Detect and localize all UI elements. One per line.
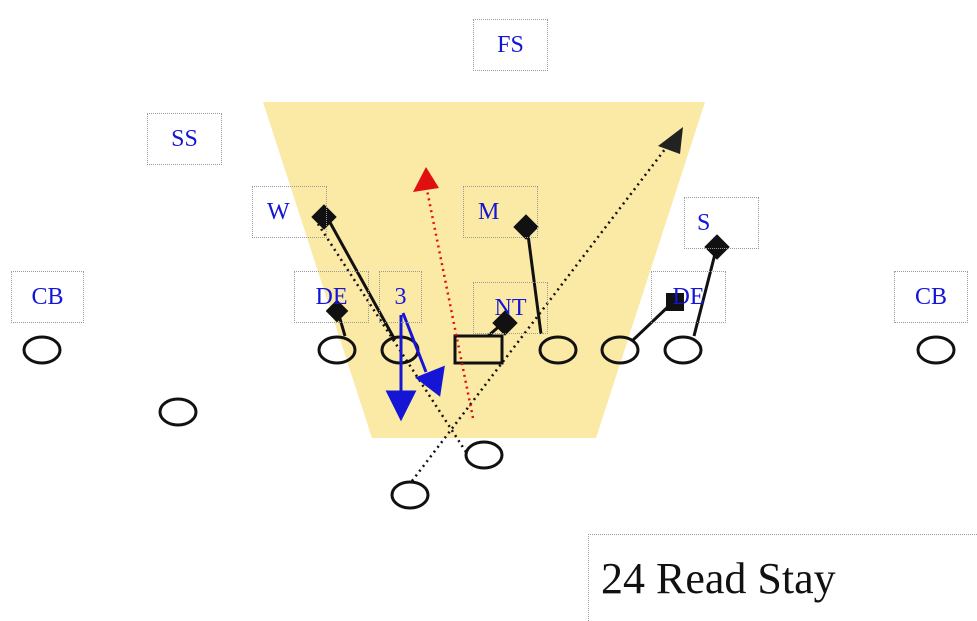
label-w: W xyxy=(252,186,327,238)
player-circle xyxy=(600,335,640,365)
player-circle xyxy=(538,335,578,365)
player-circle xyxy=(158,397,198,427)
player-circle xyxy=(916,335,956,365)
label-s: S xyxy=(684,197,759,249)
offense xyxy=(22,334,956,510)
play-title: 24 Read Stay xyxy=(588,534,977,621)
player-circle xyxy=(22,335,62,365)
dotted-routes xyxy=(316,139,673,482)
label-cb-left: CB xyxy=(11,271,84,323)
label-de-right: DE xyxy=(651,271,726,323)
label-ss: SS xyxy=(147,113,222,165)
label-m: M xyxy=(463,186,538,238)
route-arrowhead xyxy=(658,127,683,154)
player-circle xyxy=(317,335,357,365)
player-circle xyxy=(464,440,504,470)
label-de-left: DE xyxy=(294,271,369,323)
label-cb-right: CB xyxy=(894,271,968,323)
label-three: 3 xyxy=(379,271,422,323)
player-circle xyxy=(663,335,703,365)
label-nt: NT xyxy=(473,282,548,334)
player-circle xyxy=(390,480,430,510)
label-fs: FS xyxy=(473,19,548,71)
run-zone xyxy=(263,102,705,438)
center-square xyxy=(453,334,504,365)
three-tech-moves xyxy=(385,312,445,422)
defenders xyxy=(311,204,730,336)
red-read-route xyxy=(425,189,475,419)
red-arrowhead xyxy=(413,167,439,192)
